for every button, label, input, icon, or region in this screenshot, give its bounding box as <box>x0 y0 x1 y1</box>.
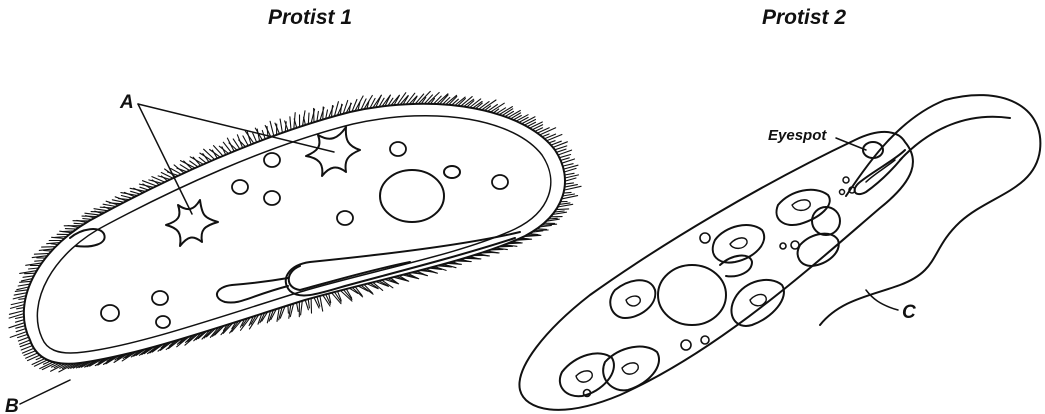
cilium <box>563 194 575 196</box>
cilium <box>308 113 309 124</box>
cilium <box>288 305 289 313</box>
protist-2-body <box>519 132 913 410</box>
cilium <box>496 108 505 114</box>
cilium <box>565 175 579 178</box>
cilium <box>131 191 141 194</box>
cilium <box>17 308 25 309</box>
cilium <box>18 337 28 341</box>
micronucleus <box>444 166 460 178</box>
cilium <box>280 119 282 133</box>
cilium <box>565 173 575 175</box>
cilium <box>561 158 570 161</box>
flagellum-inner <box>900 117 1010 160</box>
cilium <box>243 136 248 146</box>
cilium <box>18 284 30 286</box>
cilium <box>16 320 25 323</box>
cilium <box>556 209 569 210</box>
label-c: C <box>902 302 916 323</box>
cilium <box>308 299 309 308</box>
cilium <box>91 212 105 213</box>
cilium <box>275 123 280 134</box>
cilium <box>16 317 24 319</box>
cilium <box>565 178 576 181</box>
nucleus <box>658 265 726 325</box>
pointer-a-left <box>138 104 192 214</box>
label-a: A <box>119 92 134 113</box>
cilium <box>14 293 27 295</box>
protist-1-pellicle <box>37 116 550 353</box>
contractile-vacuole <box>812 207 840 235</box>
pointer-eyespot <box>836 138 866 150</box>
cilium <box>270 121 274 136</box>
cilium <box>297 303 299 312</box>
cilium <box>28 355 40 361</box>
protist-1: A B <box>5 91 581 414</box>
cilium <box>557 149 567 152</box>
flagellum <box>820 95 1040 325</box>
cilium <box>559 155 570 158</box>
contractile-vacuole-left <box>166 200 218 246</box>
chloroplasts <box>560 190 839 396</box>
cilium <box>361 285 373 294</box>
cilium <box>16 326 25 329</box>
cilium <box>121 196 132 199</box>
pointer-b <box>20 380 70 404</box>
cilium <box>16 329 26 332</box>
protist-2: Eyespot C <box>519 95 1040 410</box>
cilium <box>103 204 116 206</box>
cilium <box>537 128 549 133</box>
cilium <box>290 117 291 130</box>
label-b: B <box>5 396 19 414</box>
cilium <box>34 253 49 254</box>
cilium <box>11 302 25 305</box>
cilium <box>20 281 32 282</box>
cilium <box>563 164 573 166</box>
cilium <box>304 117 306 125</box>
cilium <box>547 135 562 141</box>
macronucleus <box>380 170 444 222</box>
cilium <box>565 185 578 188</box>
cilium <box>524 120 535 126</box>
pointer-c <box>866 290 898 310</box>
cilium <box>301 301 303 315</box>
cilium <box>530 122 543 128</box>
cilium <box>85 213 100 215</box>
cilium <box>317 111 319 121</box>
cilium <box>18 334 28 337</box>
anal-pore <box>70 229 105 246</box>
cilium <box>332 106 333 118</box>
cilium <box>505 111 514 116</box>
cilium <box>25 273 36 274</box>
cilium <box>253 133 257 142</box>
label-eyespot: Eyespot <box>768 127 827 144</box>
cilium <box>10 332 26 338</box>
cilium <box>181 161 196 168</box>
cilium <box>565 183 574 184</box>
cilium <box>305 300 308 310</box>
cilium <box>340 104 341 114</box>
cilium <box>320 296 323 311</box>
cilium <box>94 209 108 211</box>
cilium <box>112 200 124 203</box>
